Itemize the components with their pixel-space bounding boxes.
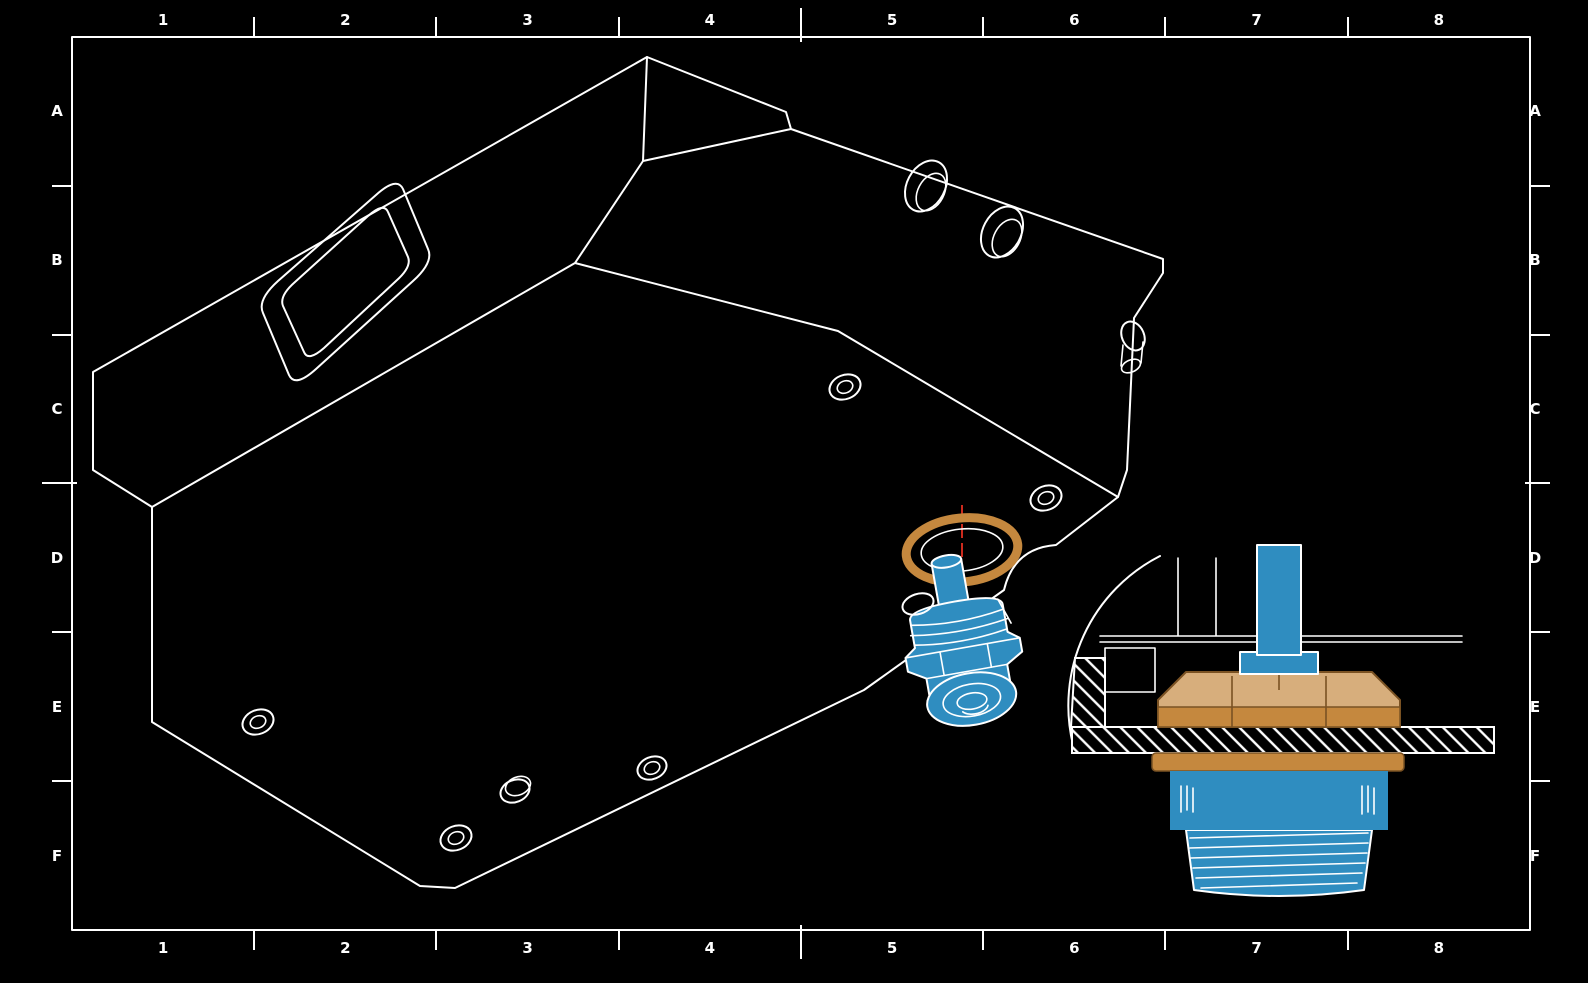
grid-col-bottom-3: 3 bbox=[522, 939, 533, 957]
grid-col-top-7: 7 bbox=[1251, 11, 1262, 29]
valve-nose-notch bbox=[961, 704, 989, 715]
side-boss-bottom bbox=[1120, 358, 1142, 374]
grid-row-right-a: A bbox=[1529, 102, 1541, 121]
valve-hex-facets bbox=[904, 598, 1021, 680]
boss-inner bbox=[281, 206, 410, 358]
block-interior-edges bbox=[151, 56, 1119, 508]
washer-section bbox=[1151, 752, 1405, 772]
top-hole-2 bbox=[979, 205, 1025, 259]
grid-col-top-3: 3 bbox=[522, 11, 533, 29]
side-boss-top bbox=[1120, 320, 1146, 352]
top-hole-1 bbox=[903, 159, 949, 213]
grid-col-top-1: 1 bbox=[157, 11, 169, 29]
manifold-block bbox=[92, 56, 1164, 889]
detail-block-edge bbox=[1104, 647, 1156, 693]
grid-col-bottom-6: 6 bbox=[1069, 939, 1080, 957]
mounting-ports bbox=[241, 373, 1063, 852]
top-hole-1-bore bbox=[915, 172, 947, 212]
grid-ruler-left: A B C D E F bbox=[42, 37, 72, 930]
grid-row-right-b: B bbox=[1529, 251, 1541, 270]
boss-outer bbox=[260, 182, 431, 382]
grid-row-left-e: E bbox=[51, 697, 63, 716]
valve-nose-ring-2 bbox=[956, 691, 988, 711]
detail-boundary-arc bbox=[1067, 555, 1161, 746]
grid-row-left-b: B bbox=[51, 251, 63, 270]
grid-col-top-4: 4 bbox=[704, 11, 716, 29]
stem-section bbox=[1256, 544, 1302, 656]
valve-nose-ring-1 bbox=[942, 682, 1002, 718]
grid-row-left-f: F bbox=[51, 846, 63, 865]
detail-view bbox=[1067, 544, 1495, 897]
valve-stem-top bbox=[930, 553, 963, 569]
plate-cross-section bbox=[1071, 726, 1495, 754]
valve-assembly[interactable] bbox=[889, 545, 1033, 735]
grid-row-left-d: D bbox=[50, 548, 64, 567]
valve-body-section bbox=[1170, 771, 1388, 830]
top-hole-2-bore bbox=[991, 218, 1023, 258]
frame-ticks bbox=[42, 8, 1550, 959]
detail-hatch-wedge bbox=[1069, 657, 1106, 728]
thread-ridges bbox=[1189, 832, 1369, 889]
block-silhouette bbox=[92, 56, 1164, 889]
grid-col-bottom-5: 5 bbox=[886, 939, 898, 957]
side-boss-walls bbox=[1120, 341, 1144, 367]
grid-ruler-top: 1 2 3 4 5 6 7 8 bbox=[72, 8, 1530, 32]
grid-col-bottom-4: 4 bbox=[704, 939, 716, 957]
grid-row-right-d: D bbox=[1528, 548, 1542, 567]
grid-row-right-e: E bbox=[1529, 697, 1541, 716]
grid-ruler-right: A B C D E F bbox=[1520, 37, 1550, 930]
grid-col-bottom-8: 8 bbox=[1433, 939, 1445, 957]
grid-col-top-8: 8 bbox=[1433, 11, 1445, 29]
grid-ruler-bottom: 1 2 3 4 5 6 7 8 bbox=[72, 936, 1530, 960]
body-markings bbox=[1180, 785, 1375, 815]
grid-col-top-6: 6 bbox=[1069, 11, 1080, 29]
grid-col-top-5: 5 bbox=[886, 11, 898, 29]
hex-nut-lower-band bbox=[1157, 706, 1401, 728]
grid-col-bottom-2: 2 bbox=[340, 939, 351, 957]
grid-col-bottom-7: 7 bbox=[1251, 939, 1262, 957]
grid-col-top-2: 2 bbox=[340, 11, 351, 29]
grid-row-left-c: C bbox=[51, 400, 63, 419]
grid-row-right-f: F bbox=[1529, 846, 1541, 865]
grid-row-right-c: C bbox=[1529, 400, 1541, 419]
retaining-ring bbox=[901, 592, 935, 616]
selected-valve-cartridge[interactable] bbox=[889, 505, 1033, 735]
grid-col-bottom-1: 1 bbox=[157, 939, 169, 957]
valve-thread-lines bbox=[909, 608, 1009, 646]
grid-row-left-a: A bbox=[51, 102, 63, 121]
